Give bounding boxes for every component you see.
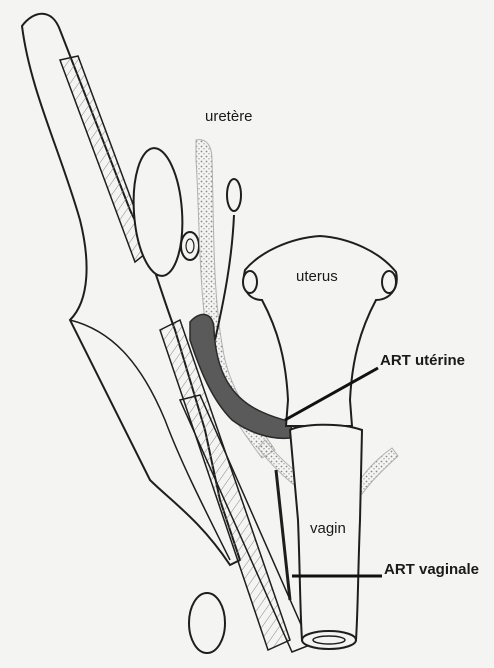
lower-oval xyxy=(189,593,225,653)
pelvic-wall xyxy=(22,14,310,653)
uterus-horn-right xyxy=(382,271,396,293)
vaginal-artery xyxy=(276,470,290,600)
uterus-outline xyxy=(244,236,397,426)
vessel-bulb xyxy=(227,179,241,211)
label-art-uterine: ART utérine xyxy=(380,352,465,369)
ovary-left xyxy=(181,232,199,260)
label-art-vaginale: ART vaginale xyxy=(384,561,479,578)
label-uretere: uretère xyxy=(205,108,253,125)
vessel-upper xyxy=(215,179,241,340)
uterus xyxy=(243,236,397,426)
vagina-opening-inner xyxy=(313,636,345,644)
uterus-horn-left xyxy=(243,271,257,293)
label-vagin: vagin xyxy=(310,520,346,537)
label-uterus: uterus xyxy=(296,268,338,285)
